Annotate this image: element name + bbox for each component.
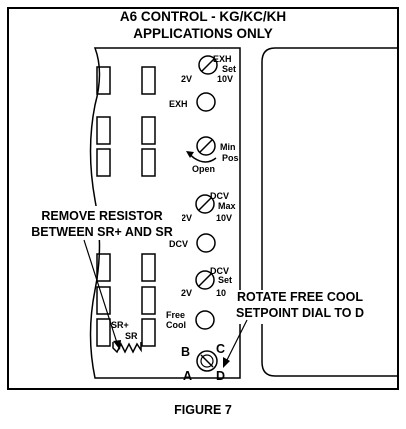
min-pos-name: Min [220, 142, 236, 152]
terminal-block [96, 148, 111, 177]
open-direction-arrow [187, 152, 217, 163]
dcv-max-high: 10V [216, 213, 232, 223]
min-pos-dial-pointer [199, 139, 213, 153]
resistor-symbol [112, 342, 142, 354]
dcv-set-high: 10 [216, 288, 226, 298]
dial-position-a: A [183, 369, 192, 383]
open-arrow-head [186, 151, 194, 158]
dcv-set-sub: Set [218, 275, 232, 285]
dcv-led [196, 233, 216, 253]
free-cool-label-1: Free [166, 310, 185, 320]
title-line-1: A6 CONTROL - KG/KC/KH [120, 9, 286, 24]
exh-set-high: 10V [217, 74, 233, 84]
terminal-block [141, 148, 156, 177]
free-cool-setpoint-dial-inner [200, 354, 214, 368]
housing-panel [261, 47, 398, 377]
terminal-block [141, 66, 156, 95]
terminal-block [96, 116, 111, 145]
terminal-block [141, 286, 156, 315]
dial-position-c: C [216, 342, 225, 356]
outer-frame [7, 7, 399, 390]
free-cool-label-2: Cool [166, 320, 186, 330]
min-pos-sub: Pos [222, 153, 239, 163]
terminal-block [141, 116, 156, 145]
free-cool-note-line-2: SETPOINT DIAL TO D [236, 306, 364, 320]
title-line-2: APPLICATIONS ONLY [133, 26, 273, 41]
resistor-note-line-2: BETWEEN SR+ AND SR [31, 225, 173, 239]
free-cool-note-backdrop [227, 290, 375, 324]
dcv-max-name: DCV [210, 191, 229, 201]
terminal-block [96, 66, 111, 95]
free-cool-note-line-1: ROTATE FREE COOL [237, 290, 363, 304]
dcv-max-dial-pointer [198, 197, 212, 211]
terminal-block [96, 318, 111, 347]
resistor-leader-arrow [113, 340, 121, 350]
resistor-leader-line [83, 239, 119, 347]
terminal-block [96, 253, 111, 282]
dcv-set-dial-pointer [198, 273, 212, 287]
min-pos-open-label: Open [192, 164, 215, 174]
exh-set-low: 2V [181, 74, 192, 84]
exh-set-sub: Set [222, 64, 236, 74]
dial-position-b: B [181, 345, 190, 359]
terminal-block [96, 286, 111, 315]
figure-caption: FIGURE 7 [174, 403, 232, 417]
dcv-led-label: DCV [169, 239, 188, 249]
terminal-block [141, 318, 156, 347]
dcv-set-name: DCV [210, 266, 229, 276]
exh-led [196, 92, 216, 112]
terminal-block [141, 253, 156, 282]
terminal-sr-label: SR [125, 331, 138, 341]
resistor-note-line-1: REMOVE RESISTOR [41, 209, 162, 223]
free-cool-leader-line [225, 319, 248, 363]
exh-set-name: EXH [213, 54, 232, 64]
free-cool-led [195, 310, 215, 330]
terminal-sr-plus-label: SR+ [111, 320, 129, 330]
exh-led-label: EXH [169, 99, 188, 109]
dcv-max-sub: Max [218, 201, 236, 211]
free-cool-leader-arrow [223, 357, 230, 368]
dial-position-d: D [216, 369, 225, 383]
free-cool-dial-pointer [200, 354, 214, 368]
resistor-note-backdrop [22, 206, 182, 240]
dcv-max-low: 2V [181, 213, 192, 223]
dcv-set-low: 2V [181, 288, 192, 298]
exh-set-dial-pointer [201, 58, 215, 72]
